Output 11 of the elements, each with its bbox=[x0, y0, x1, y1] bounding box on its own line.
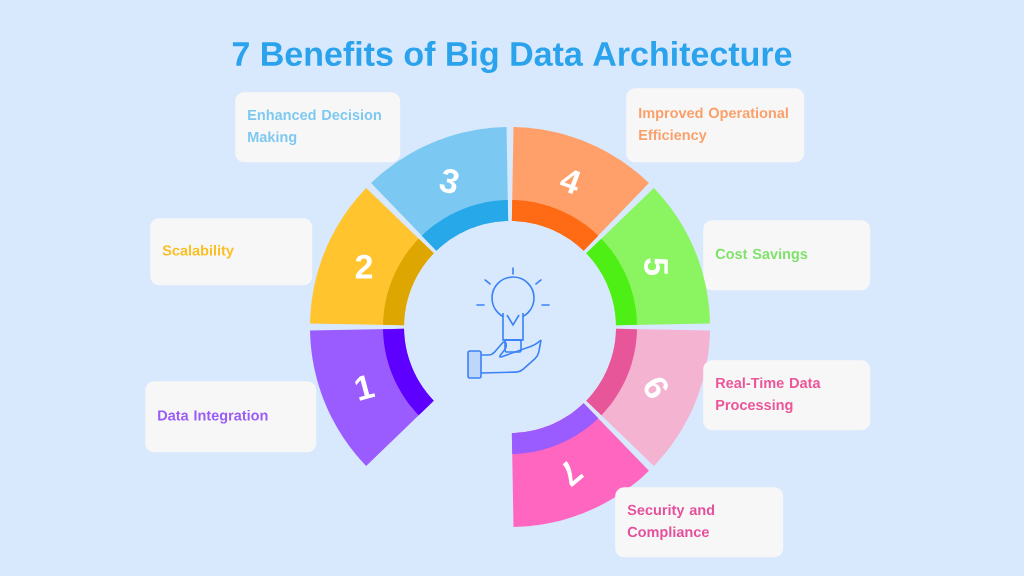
label-card: Scalability bbox=[150, 218, 313, 286]
numbered-segment: 2 bbox=[310, 188, 434, 326]
title: 7 Benefits of Big Data Architecture bbox=[232, 41, 792, 73]
numbered-segment: 1 bbox=[310, 328, 434, 466]
label-card: Enhanced Decision Making bbox=[235, 92, 401, 163]
label-card: Security and Compliance bbox=[615, 487, 784, 558]
label-card: Cost Savings bbox=[703, 220, 871, 291]
label-card: Improved Operational Efficiency bbox=[626, 88, 805, 163]
label-card: Real-Time Data Processing bbox=[703, 360, 871, 431]
label-card: Data Integration bbox=[145, 381, 317, 453]
numbered-segment: 5 bbox=[586, 188, 710, 326]
